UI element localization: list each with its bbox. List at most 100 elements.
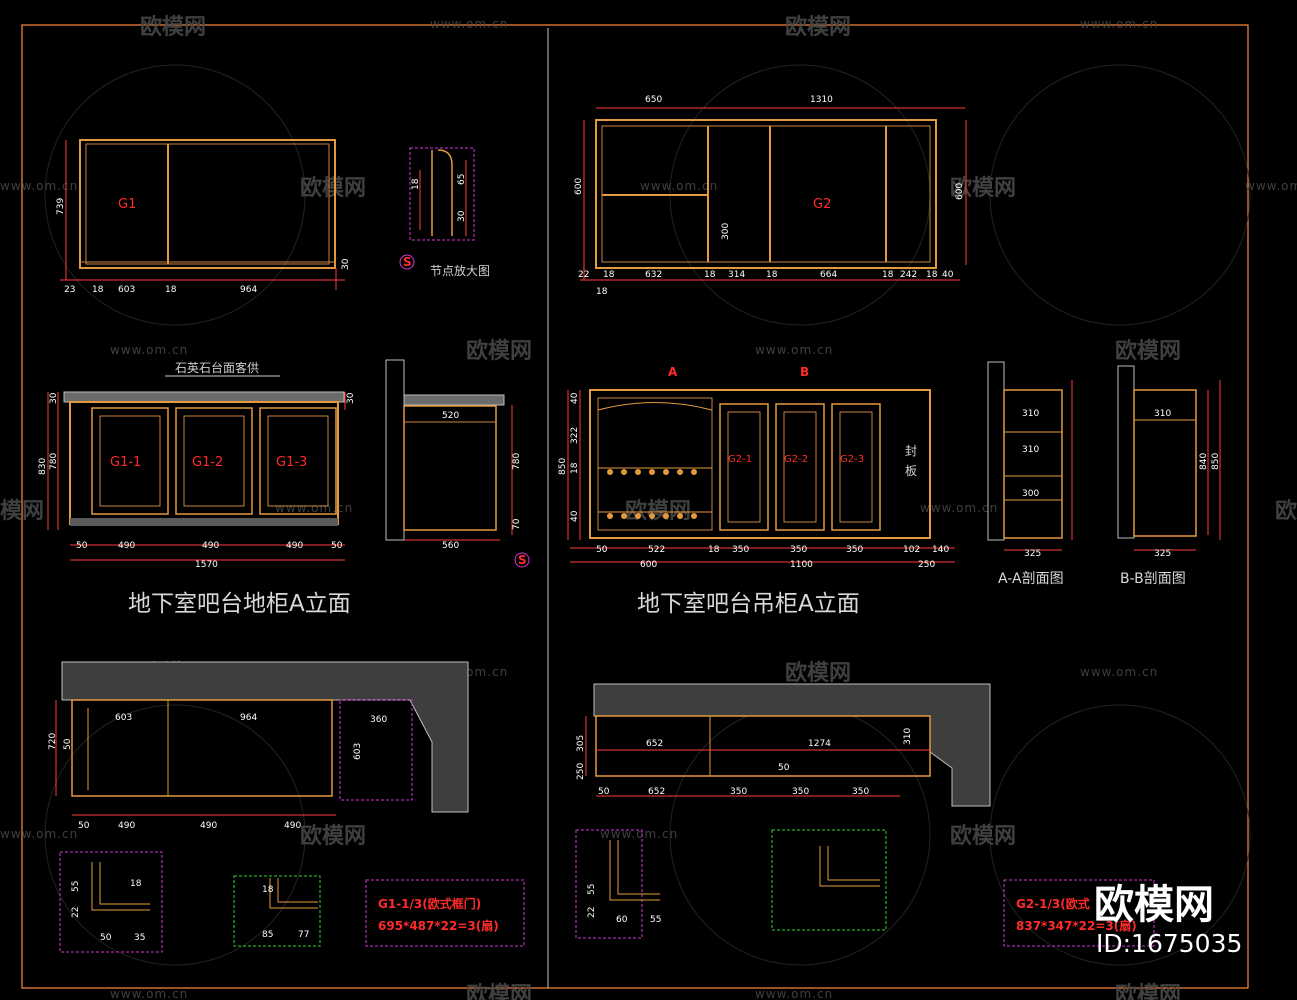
dim-label: 652 bbox=[646, 739, 663, 749]
dim-label: 250 bbox=[918, 560, 935, 570]
dim-label: 50 bbox=[778, 763, 790, 773]
watermark-brand: 欧模网 bbox=[140, 14, 206, 40]
dim-label: 600 bbox=[955, 183, 965, 200]
dim-label: 140 bbox=[932, 545, 949, 555]
dim-label: 600 bbox=[574, 178, 584, 195]
dim-label: 780 bbox=[512, 453, 522, 470]
watermark-brand-cut: 模网 bbox=[0, 499, 44, 524]
dim-label: 18 bbox=[704, 270, 716, 280]
dim-label: 1570 bbox=[195, 560, 218, 570]
dim-label: 55 bbox=[650, 915, 661, 925]
g1-1-label: G1-1 bbox=[110, 455, 141, 470]
g2-3-label: G2-3 bbox=[840, 454, 864, 465]
watermark-brand: 欧模网 bbox=[785, 14, 851, 40]
dim-label: 310 bbox=[1154, 409, 1171, 419]
dim-label: 350 bbox=[846, 545, 863, 555]
dim-label: 77 bbox=[298, 930, 309, 940]
dim-label: 305 bbox=[576, 735, 586, 752]
dim-label: 50 bbox=[596, 545, 608, 555]
side-panel-char: 封 bbox=[905, 444, 917, 458]
dim-label: 18 bbox=[130, 879, 142, 889]
watermark-url: www.om.cn bbox=[755, 343, 833, 357]
dim-label: 350 bbox=[790, 545, 807, 555]
dim-label: 50 bbox=[100, 933, 112, 943]
watermark-brand: 欧模网 bbox=[300, 823, 366, 849]
plan-left: 603 964 360 603 720 50 50 490 490 490 bbox=[48, 661, 469, 831]
spec-g2-line2: 837*347*22=3(扇) bbox=[1016, 918, 1137, 933]
dim-label: 18 bbox=[570, 462, 580, 474]
detail-2: 18 85 77 bbox=[233, 875, 321, 947]
dim-label: 300 bbox=[1022, 489, 1039, 499]
section-a-a: 310 310 300 325 A-A剖面图 bbox=[987, 361, 1073, 587]
g1-elevation: G1 739 30 23 18 603 18 964 bbox=[56, 139, 351, 295]
dim-label: 18 bbox=[708, 545, 720, 555]
dim-label: 300 bbox=[721, 223, 731, 240]
dim-label: 250 bbox=[576, 763, 586, 780]
dim-label: 632 bbox=[645, 270, 662, 280]
section-mark: S bbox=[518, 553, 527, 567]
dim-label: 102 bbox=[903, 545, 920, 555]
g1-3-label: G1-3 bbox=[276, 455, 307, 470]
watermark-brand: 欧模网 bbox=[1115, 338, 1181, 364]
section-mark: A bbox=[668, 365, 678, 379]
g2-1-label: G2-1 bbox=[728, 454, 752, 465]
dim-label: 850 bbox=[1211, 453, 1221, 470]
plan-right: 652 1274 310 50 305 250 50 652 350 350 3… bbox=[576, 683, 991, 807]
dim-label: 840 bbox=[1199, 453, 1209, 470]
spec-g2-line1: G2-1/3(欧式 bbox=[1016, 896, 1090, 911]
spec-box-g2: G2-1/3(欧式 837*347*22=3(扇) bbox=[1003, 879, 1155, 947]
dim-label: 520 bbox=[442, 411, 459, 421]
dim-label: 50 bbox=[598, 787, 610, 797]
spec-g1-line2: 695*487*22=3(扇) bbox=[378, 918, 499, 933]
drawing-frame bbox=[21, 24, 1249, 989]
dim-label: 18 bbox=[603, 270, 615, 280]
dim-label: 322 bbox=[570, 427, 580, 444]
base-cabinet-elevation: 石英石台面客供 G1-1 G1-2 G1-3 830 780 30 30 50 … bbox=[38, 360, 356, 570]
dim-label: 603 bbox=[115, 713, 132, 723]
dim-label: 964 bbox=[240, 285, 257, 295]
dim-label: 22 bbox=[578, 270, 589, 280]
g2-label: G2 bbox=[813, 197, 831, 212]
watermark-url: www.om.cn bbox=[0, 179, 78, 193]
dim-label: 664 bbox=[820, 270, 837, 280]
dim-label: 18 bbox=[92, 285, 104, 295]
dim-label: 40 bbox=[570, 392, 580, 404]
dim-label: 1100 bbox=[790, 560, 813, 570]
dim-label: 50 bbox=[331, 541, 343, 551]
section-mark: B bbox=[800, 365, 809, 379]
dim-label: 600 bbox=[640, 560, 657, 570]
section-mark: S bbox=[403, 255, 412, 269]
dim-label: 23 bbox=[64, 285, 75, 295]
dim-label: 70 bbox=[512, 518, 522, 530]
watermark-layer: 欧模网 www.om.cn 欧模网 www.om.cn www.om.cn 欧模… bbox=[0, 14, 1297, 1000]
dim-label: 65 bbox=[457, 174, 467, 185]
watermark-brand: 欧模网 bbox=[1115, 982, 1181, 1000]
dim-label: 314 bbox=[728, 270, 745, 280]
dim-label: 490 bbox=[286, 541, 303, 551]
watermark-url: www.om.cn bbox=[110, 987, 188, 1000]
g2-elevation: 650 1310 G2 600 300 600 22 18 632 18 314… bbox=[574, 95, 967, 297]
dim-label: 22 bbox=[587, 907, 597, 918]
dim-label: 522 bbox=[648, 545, 665, 555]
dim-label: 830 bbox=[38, 458, 48, 475]
watermark-url: www.om.cn bbox=[1245, 179, 1297, 193]
dim-label: 18 bbox=[926, 270, 938, 280]
dim-label: 18 bbox=[882, 270, 894, 280]
dim-label: 50 bbox=[76, 541, 88, 551]
dim-label: 55 bbox=[71, 881, 81, 892]
g1-2-label: G1-2 bbox=[192, 455, 223, 470]
spec-g1-line1: G1-1/3(欧式框门) bbox=[378, 896, 481, 911]
watermark-url: www.om.cn bbox=[640, 179, 718, 193]
dim-label: 964 bbox=[240, 713, 257, 723]
dim-label: 325 bbox=[1024, 549, 1041, 559]
watermark-brand: 欧模网 bbox=[625, 498, 691, 524]
dim-label: 22 bbox=[71, 907, 81, 918]
dim-label: 18 bbox=[165, 285, 177, 295]
corner-logo: 欧模网 ID:1675035 bbox=[1094, 882, 1242, 958]
section-b-b: 310 840 850 325 B-B剖面图 bbox=[1117, 365, 1221, 587]
node-note: 节点放大图 bbox=[430, 263, 490, 278]
watermark-brand: 欧模网 bbox=[785, 660, 851, 686]
dim-label: 30 bbox=[457, 210, 467, 222]
corner-logo-id: ID:1675035 bbox=[1096, 929, 1242, 958]
watermark-url: www.om.cn bbox=[755, 987, 833, 1000]
